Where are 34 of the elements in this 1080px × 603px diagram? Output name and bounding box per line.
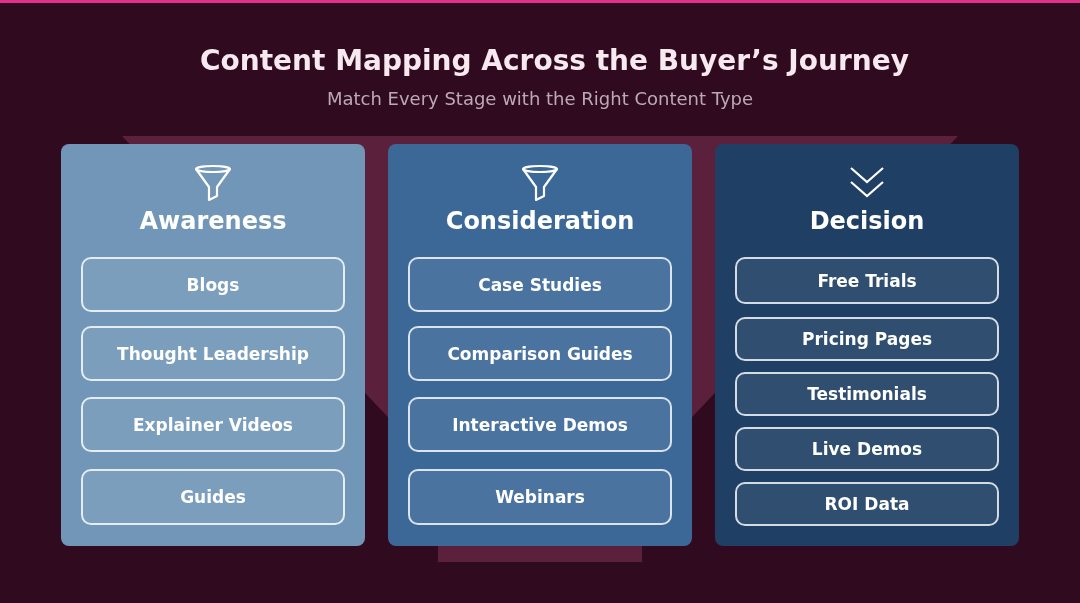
content-type-label: Interactive Demos <box>452 414 628 435</box>
content-type-label: Explainer Videos <box>133 414 293 435</box>
stage-panel <box>388 144 692 546</box>
content-type-box <box>735 257 999 304</box>
content-type-label: Free Trials <box>817 270 917 291</box>
content-type-label: ROI Data <box>824 494 910 514</box>
content-type-label: Live Demos <box>811 439 923 459</box>
content-type-box <box>81 397 345 452</box>
stage-heading: Decision <box>808 207 926 235</box>
content-type-label: Thought Leadership <box>117 343 309 364</box>
stage-panel <box>61 144 365 546</box>
title: Content Mapping Across the Buyer’s Journey <box>200 44 909 77</box>
stage-heading: Consideration <box>444 207 636 235</box>
content-type-label: Guides <box>180 487 246 507</box>
content-type-box <box>735 427 999 471</box>
content-type-box <box>408 397 672 452</box>
stage-heading: Awareness <box>138 207 288 235</box>
content-type-box <box>735 372 999 416</box>
content-type-box <box>81 326 345 381</box>
content-type-label: Testimonials <box>807 384 927 404</box>
content-type-label: Pricing Pages <box>801 329 933 349</box>
subtitle: Match Every Stage with the Right Content Type <box>325 88 755 109</box>
content-type-label: Webinars <box>495 487 585 507</box>
content-type-box <box>81 257 345 312</box>
content-type-label: Case Studies <box>478 274 602 295</box>
stage-panel <box>715 144 1019 546</box>
content-type-box <box>408 257 672 312</box>
content-type-label: Comparison Guides <box>447 343 633 364</box>
content-type-box <box>735 317 999 361</box>
content-type-box <box>408 326 672 381</box>
content-type-box <box>408 469 672 525</box>
content-type-box <box>735 482 999 526</box>
content-type-label: Blogs <box>186 274 240 295</box>
content-type-box <box>81 469 345 525</box>
